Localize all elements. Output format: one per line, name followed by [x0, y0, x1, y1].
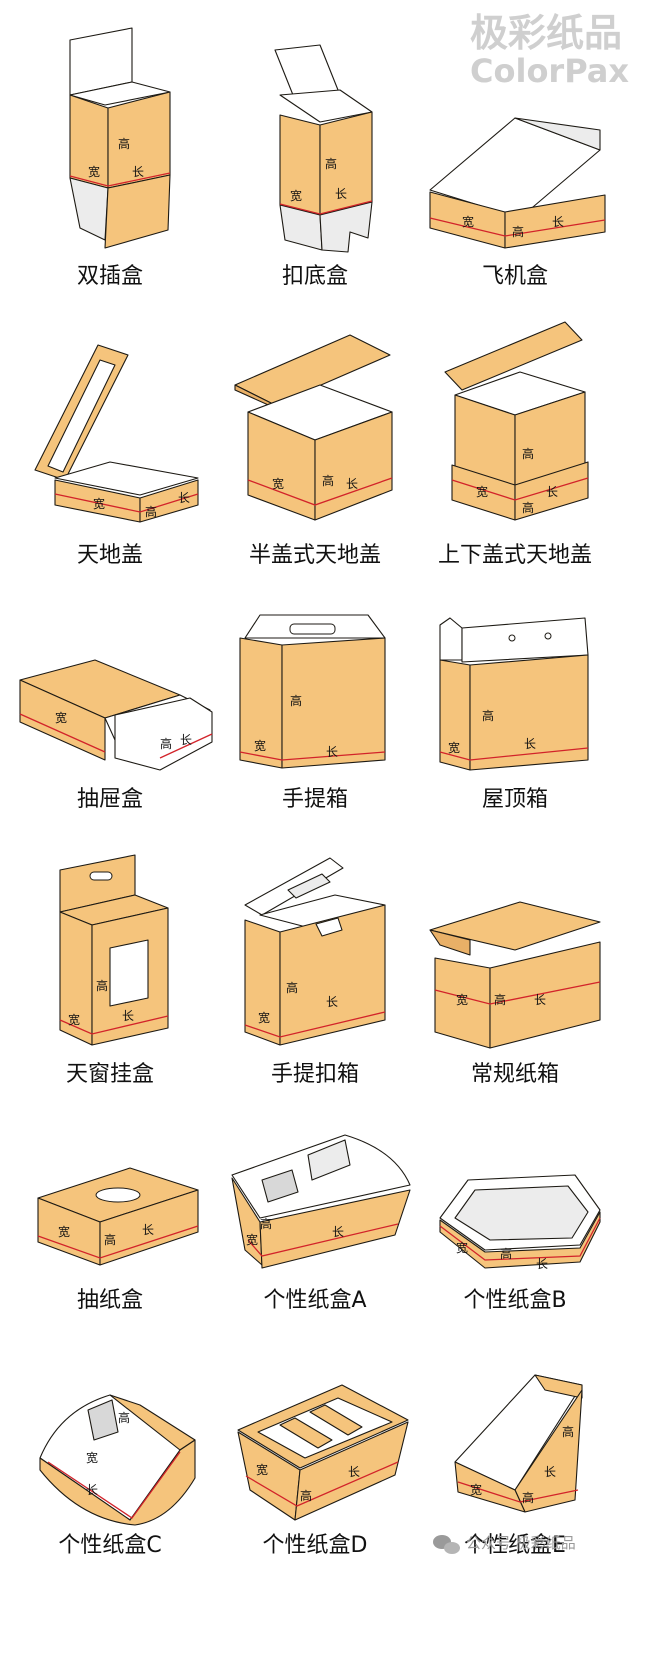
- box-custom-c: 高 宽 长: [39, 1394, 196, 1526]
- dim-width: 宽: [55, 710, 67, 725]
- box-drawer: 宽 高 长: [19, 659, 213, 771]
- box-mailer: 宽 高 长: [429, 117, 606, 249]
- box-name: 扣底盒: [282, 264, 348, 289]
- box-carry-lock: 宽 高 长: [244, 857, 386, 1046]
- box-window-hanger: 宽 高 长: [59, 854, 169, 1046]
- box-tissue: 宽 高 长: [37, 1167, 199, 1266]
- dim-length: 长: [86, 1483, 98, 1497]
- dim-height: 高: [160, 736, 172, 751]
- box-name: 个性纸盒C: [58, 1533, 161, 1558]
- box-name: 双插盒: [77, 264, 143, 289]
- dim-length: 长: [534, 993, 546, 1007]
- box-name: 常规纸箱: [471, 1062, 559, 1087]
- box-name: 天窗挂盒: [66, 1062, 154, 1087]
- dim-length: 长: [524, 737, 536, 751]
- box-name: 抽屉盒: [77, 787, 143, 812]
- box-custom-e: 宽 高 长 高: [454, 1374, 583, 1513]
- dim-height: 高: [500, 1246, 512, 1261]
- dim-width: 宽: [476, 484, 488, 499]
- dim-width: 宽: [448, 740, 460, 755]
- dim-height: 高: [96, 978, 108, 993]
- dim-length: 长: [122, 1009, 134, 1023]
- box-lock-bottom: 宽 高 长: [274, 44, 373, 253]
- wechat-text: 公众号 极彩纸品: [466, 1534, 576, 1552]
- box-name: 屋顶箱: [482, 787, 548, 812]
- dim-height: 高: [325, 156, 337, 171]
- box-name: 手提扣箱: [271, 1062, 359, 1087]
- box-top-bottom-lid: 宽 高 长 高: [444, 321, 589, 521]
- box-name: 手提箱: [282, 787, 348, 812]
- dim-width: 宽: [68, 1012, 80, 1027]
- dim-height: 高: [286, 980, 298, 995]
- dim-width: 宽: [58, 1224, 70, 1239]
- dim-width: 宽: [258, 1010, 270, 1025]
- dim-length: 长: [132, 165, 144, 179]
- box-regular-carton: 宽 高 长: [429, 901, 601, 1049]
- box-gable: 宽 高 长: [439, 617, 589, 771]
- dim-length: 长: [346, 477, 358, 491]
- dim-width: 宽: [470, 1482, 482, 1497]
- dim-height: 高: [290, 693, 302, 708]
- box-name: 天地盖: [77, 543, 143, 568]
- watermark-cn: 极彩纸品: [470, 11, 622, 55]
- dim-height: 高: [522, 500, 534, 515]
- dim-height: 高: [104, 1232, 116, 1247]
- box-name: 个性纸盒A: [263, 1288, 366, 1313]
- box-lid-base: 宽 高 长: [34, 344, 199, 523]
- box-name: 抽纸盒: [77, 1288, 143, 1313]
- dim-height: 高: [300, 1488, 312, 1503]
- dim-length: 长: [552, 215, 564, 229]
- dim-length: 长: [335, 187, 347, 201]
- wechat-icon: [433, 1535, 460, 1554]
- box-double-tuck: 宽 高 长: [69, 27, 171, 249]
- dim-length: 长: [544, 1465, 556, 1479]
- box-custom-b: 宽 高 长: [439, 1174, 601, 1271]
- dim-width: 宽: [456, 1240, 468, 1255]
- dim-width: 宽: [462, 214, 474, 229]
- box-name: 飞机盒: [482, 264, 548, 289]
- dim-width: 宽: [86, 1450, 98, 1465]
- dim-length: 长: [326, 995, 338, 1009]
- box-name: 上下盖式天地盖: [438, 543, 592, 568]
- dim-width: 宽: [290, 188, 302, 203]
- box-name: 半盖式天地盖: [249, 543, 381, 568]
- box-carry-case: 宽 高 长: [239, 614, 386, 769]
- dim-height: 高: [260, 1216, 272, 1231]
- dim-length: 长: [348, 1465, 360, 1479]
- dim-width: 宽: [254, 738, 266, 753]
- wechat-badge: 公众号 极彩纸品: [433, 1534, 576, 1554]
- dim-height: 高: [118, 136, 130, 151]
- dim-height: 高: [512, 224, 524, 239]
- dim-width: 宽: [93, 496, 105, 511]
- dim-width: 宽: [272, 476, 284, 491]
- dim-height: 高: [118, 1410, 130, 1425]
- watermark-en: ColorPax: [470, 52, 629, 90]
- dim-height: 高: [494, 992, 506, 1007]
- dim-height: 高: [322, 473, 334, 488]
- dim-length: 长: [178, 491, 190, 505]
- dim-height: 高: [482, 708, 494, 723]
- dim-height: 高: [522, 446, 534, 461]
- dim-height: 高: [522, 1490, 534, 1505]
- box-name: 个性纸盒E: [464, 1533, 566, 1558]
- box-name: 个性纸盒B: [463, 1288, 566, 1313]
- dim-length: 长: [180, 733, 192, 747]
- box-custom-d: 宽 高 长: [237, 1384, 409, 1521]
- dim-height: 高: [562, 1424, 574, 1439]
- dim-length: 长: [326, 745, 338, 759]
- box-half-lid: 宽 高 长: [234, 334, 393, 521]
- dim-length: 长: [546, 485, 558, 499]
- dim-length: 长: [536, 1257, 548, 1271]
- dim-width: 宽: [88, 164, 100, 179]
- dim-width: 宽: [456, 992, 468, 1007]
- dim-height: 高: [145, 504, 157, 519]
- dim-width: 宽: [246, 1232, 258, 1247]
- dim-length: 长: [142, 1223, 154, 1237]
- box-custom-a: 宽 高 长: [231, 1134, 411, 1269]
- dim-length: 长: [332, 1225, 344, 1239]
- box-name: 个性纸盒D: [263, 1533, 368, 1558]
- dim-width: 宽: [256, 1462, 268, 1477]
